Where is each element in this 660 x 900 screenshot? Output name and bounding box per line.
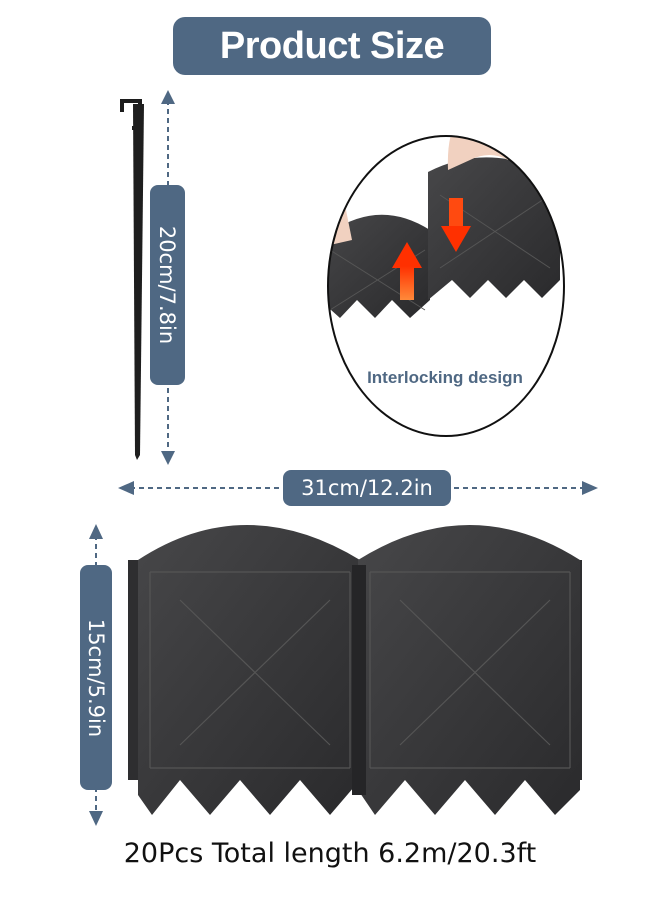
ground-stake-icon <box>120 99 144 460</box>
interlock-caption: Interlocking design <box>367 368 523 387</box>
title-badge: Product Size <box>173 17 491 75</box>
panel-width-label: 31cm/12.2in <box>283 470 451 506</box>
fence-panels <box>128 525 582 815</box>
stake-height-label: 20cm/7.8in <box>150 185 185 385</box>
panel-width-text: 31cm/12.2in <box>301 476 433 500</box>
stake-height-arrow-icon <box>161 90 175 465</box>
stake-height-text: 20cm/7.8in <box>155 225 180 345</box>
arrow-down-icon <box>441 198 471 252</box>
interlock-inset <box>327 135 565 437</box>
page-title: Product Size <box>219 24 445 67</box>
panel-height-label: 15cm/5.9in <box>80 565 112 790</box>
total-length-caption: 20Pcs Total length 6.2m/20.3ft <box>123 838 537 869</box>
panel-height-text: 15cm/5.9in <box>84 618 108 737</box>
arrow-up-icon <box>392 242 422 300</box>
